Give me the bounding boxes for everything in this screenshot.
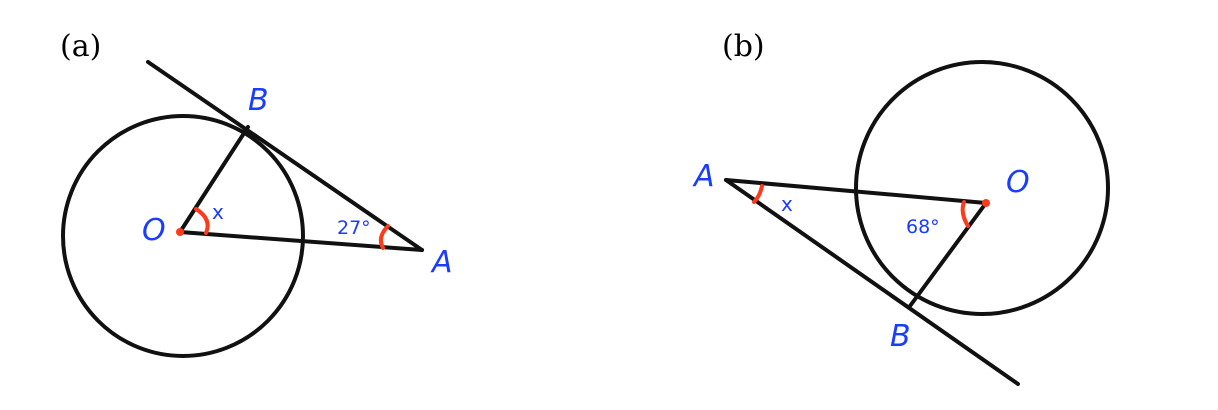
panel-a-angle-mark-A <box>378 224 390 250</box>
panel-b-label-O: O <box>1006 165 1030 200</box>
panel-a-label-B: B <box>248 83 269 118</box>
panel-b-angle-68: 68° <box>906 216 940 238</box>
panel-a-angle-x: x <box>212 200 224 224</box>
panel-b-segment-AO <box>724 178 988 205</box>
panel-a-tangent-line <box>146 60 424 252</box>
panel-a-angle-27: 27° <box>337 217 371 239</box>
panel-b-circle <box>854 60 1110 316</box>
panel-b-angle-x: x <box>781 192 793 216</box>
panel-b-label: (b) <box>722 29 765 64</box>
panel-b: (b) O B A 68° x <box>692 29 1110 386</box>
panel-a-angle-mark-O <box>194 207 210 235</box>
panel-b-radius-OB <box>908 201 988 308</box>
panel-a: (a) O B A 27° x <box>60 29 453 358</box>
panel-b-tangent-line <box>724 178 1020 386</box>
panel-a-label-A: A <box>430 245 453 280</box>
panel-a-circle <box>61 114 305 358</box>
panel-b-angle-mark-O <box>960 200 970 228</box>
panel-b-label-B: B <box>890 319 911 354</box>
panel-a-radius-OB <box>178 125 250 234</box>
panel-b-center-dot <box>982 199 990 207</box>
panel-b-angle-mark-A <box>752 184 764 204</box>
panel-a-center-dot <box>176 228 184 236</box>
panel-a-label-O: O <box>142 213 166 248</box>
panel-b-label-A: A <box>692 159 715 194</box>
panel-a-label: (a) <box>60 29 101 64</box>
